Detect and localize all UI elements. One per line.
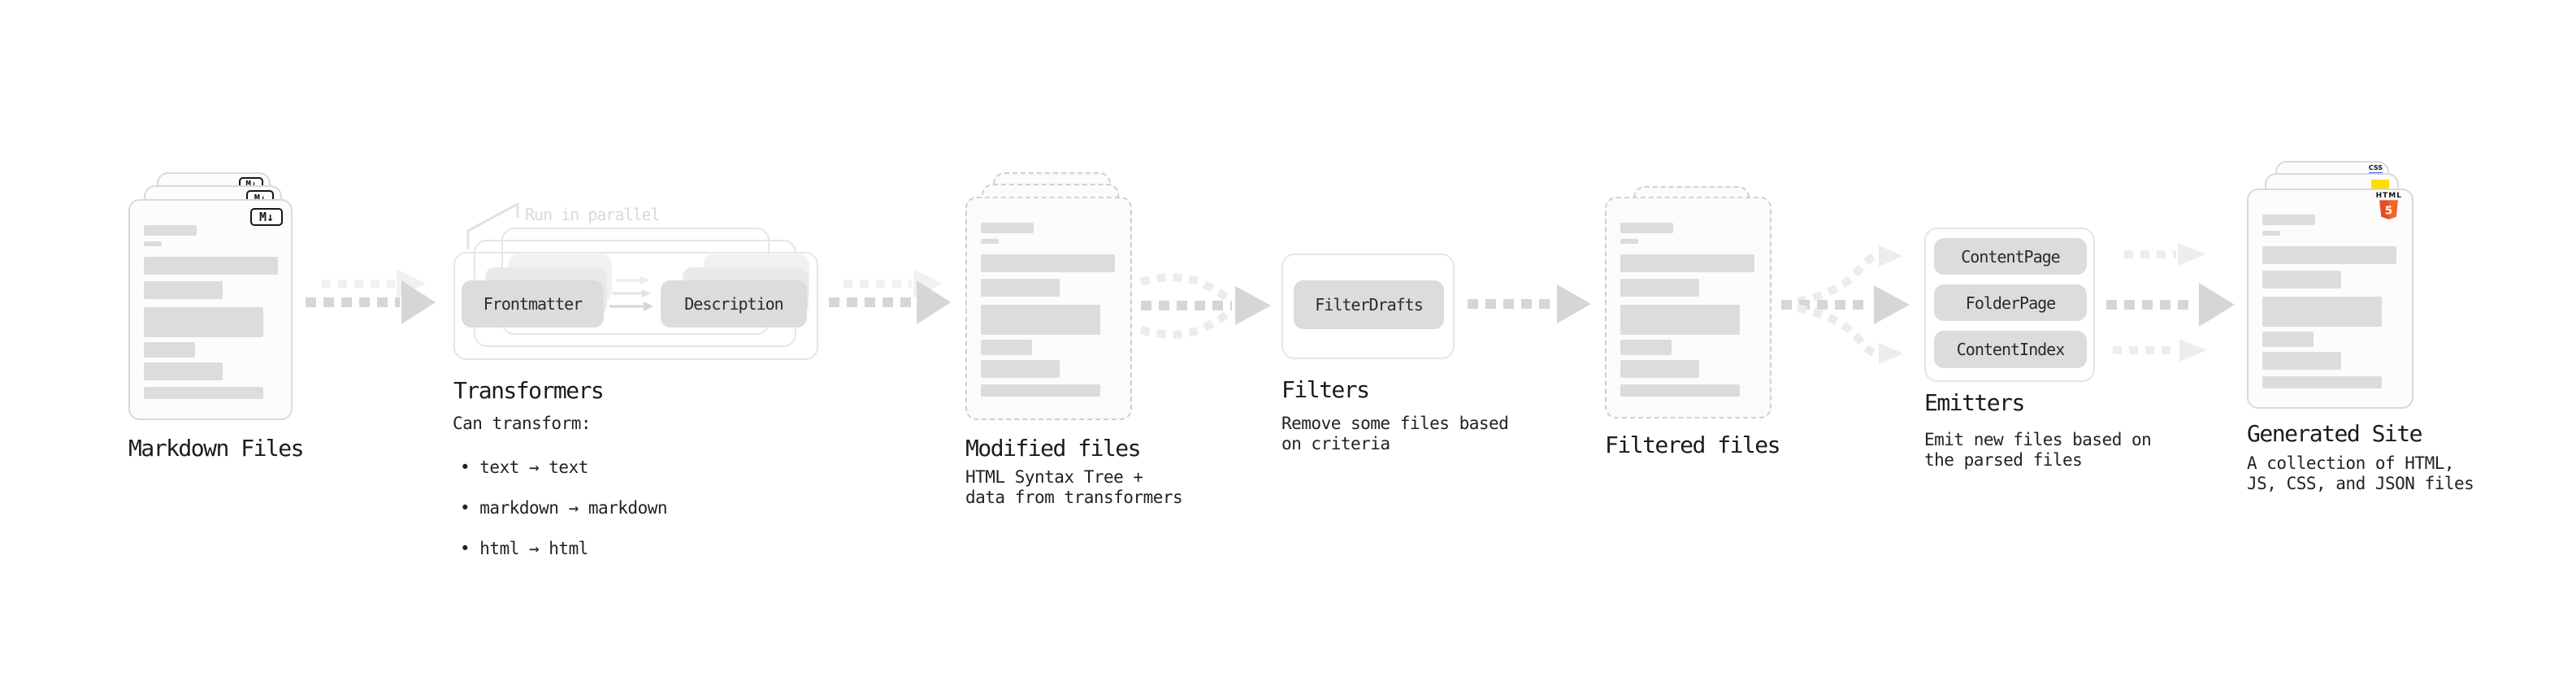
placeholder-bar: [981, 384, 1100, 397]
placeholder-bar: [1620, 239, 1638, 244]
arrow-filtered-to-emitters: [1781, 245, 1910, 364]
filters-description: Remove some files based on criteria: [1281, 414, 1509, 453]
markdown-files-title: Markdown Files: [128, 435, 305, 462]
file-content-placeholder: [981, 223, 1115, 397]
placeholder-bar: [1620, 340, 1672, 355]
placeholder-bar: [2262, 246, 2396, 264]
svg-text:5: 5: [2385, 205, 2392, 218]
emitters-description: Emit new files based on the parsed files: [1924, 430, 2152, 470]
modified-file-card: [965, 197, 1132, 420]
placeholder-bar: [981, 305, 1100, 335]
file-content-placeholder: [2262, 215, 2396, 388]
placeholder-bar: [144, 241, 162, 246]
placeholder-bar: [1620, 384, 1740, 397]
placeholder-bar: [144, 307, 263, 337]
emitters-box: [1924, 228, 2095, 382]
placeholder-bar: [144, 257, 278, 275]
arrow-markdown-to-transformers: [306, 269, 436, 324]
arrow-transformers-to-modified: [829, 269, 951, 324]
placeholder-bar: [1620, 223, 1673, 233]
placeholder-bar: [2262, 231, 2280, 236]
css-icon-label: CSS: [2368, 164, 2383, 171]
bullet-text-to-text: • text → text: [460, 458, 588, 477]
description-pill: Description: [661, 280, 807, 327]
emitters-title: Emitters: [1924, 389, 2025, 416]
js-icon: [2371, 180, 2389, 189]
run-in-parallel-note: Run in parallel: [525, 205, 661, 224]
markdown-file-card: M↓: [128, 199, 293, 420]
bullet-markdown-to-markdown: • markdown → markdown: [460, 498, 668, 518]
modified-files-title: Modified files: [965, 435, 1142, 462]
placeholder-bar: [981, 254, 1115, 272]
run-in-parallel-callout-line: [466, 202, 519, 249]
placeholder-bar: [1620, 305, 1740, 335]
filtered-files-title: Filtered files: [1605, 432, 1781, 458]
file-content-placeholder: [144, 225, 278, 399]
markdown-icon: M↓: [250, 208, 283, 226]
contentindex-pill: ContentIndex: [1934, 331, 2087, 368]
placeholder-bar: [981, 239, 999, 244]
placeholder-bar: [2262, 352, 2341, 370]
generated-site-title: Generated Site: [2247, 420, 2423, 447]
html5-icon: HTML 5: [2376, 192, 2402, 221]
frontmatter-pill: Frontmatter: [462, 280, 604, 327]
placeholder-bar: [981, 223, 1034, 233]
placeholder-bar: [2262, 297, 2382, 327]
filters-box: [1281, 254, 1455, 359]
filtered-file-card: [1605, 197, 1772, 419]
placeholder-bar: [144, 225, 197, 236]
filterdrafts-pill: FilterDrafts: [1294, 280, 1444, 329]
placeholder-bar: [1620, 254, 1754, 272]
filters-title: Filters: [1281, 376, 1370, 403]
transformers-bullet-list: • text → text • markdown → markdown • ht…: [460, 437, 668, 579]
bullet-html-to-html: • html → html: [460, 539, 588, 558]
placeholder-bar: [2262, 271, 2341, 288]
transformers-description: Can transform:: [453, 414, 592, 433]
placeholder-bar: [144, 281, 223, 299]
placeholder-bar: [1620, 279, 1699, 297]
placeholder-bar: [2262, 215, 2315, 225]
modified-files-description: HTML Syntax Tree + data from transformer…: [965, 467, 1183, 507]
placeholder-bar: [981, 360, 1060, 378]
arrow-emitters-to-generated: [2106, 243, 2235, 362]
placeholder-bar: [2262, 332, 2314, 347]
transformers-title: Transformers: [453, 377, 605, 404]
arrow-filters-to-filtered: [1468, 284, 1591, 323]
arrow-modified-to-filters: [1139, 273, 1271, 339]
contentpage-pill: ContentPage: [1934, 238, 2087, 275]
placeholder-bar: [144, 387, 263, 399]
placeholder-bar: [981, 279, 1060, 297]
placeholder-bar: [144, 342, 195, 358]
folderpage-pill: FolderPage: [1934, 284, 2087, 321]
generated-site-description: A collection of HTML, JS, CSS, and JSON …: [2247, 453, 2474, 493]
placeholder-bar: [1620, 360, 1699, 378]
placeholder-bar: [2262, 376, 2382, 388]
generated-html-file-card: HTML 5: [2247, 189, 2413, 409]
file-content-placeholder: [1620, 223, 1754, 397]
transformer-box: [453, 252, 818, 360]
html5-icon-word: HTML: [2375, 192, 2402, 200]
html5-icon-shield: 5: [2379, 200, 2399, 219]
transformer-inner-arrows: [609, 276, 653, 311]
placeholder-bar: [981, 340, 1032, 355]
placeholder-bar: [144, 362, 223, 380]
